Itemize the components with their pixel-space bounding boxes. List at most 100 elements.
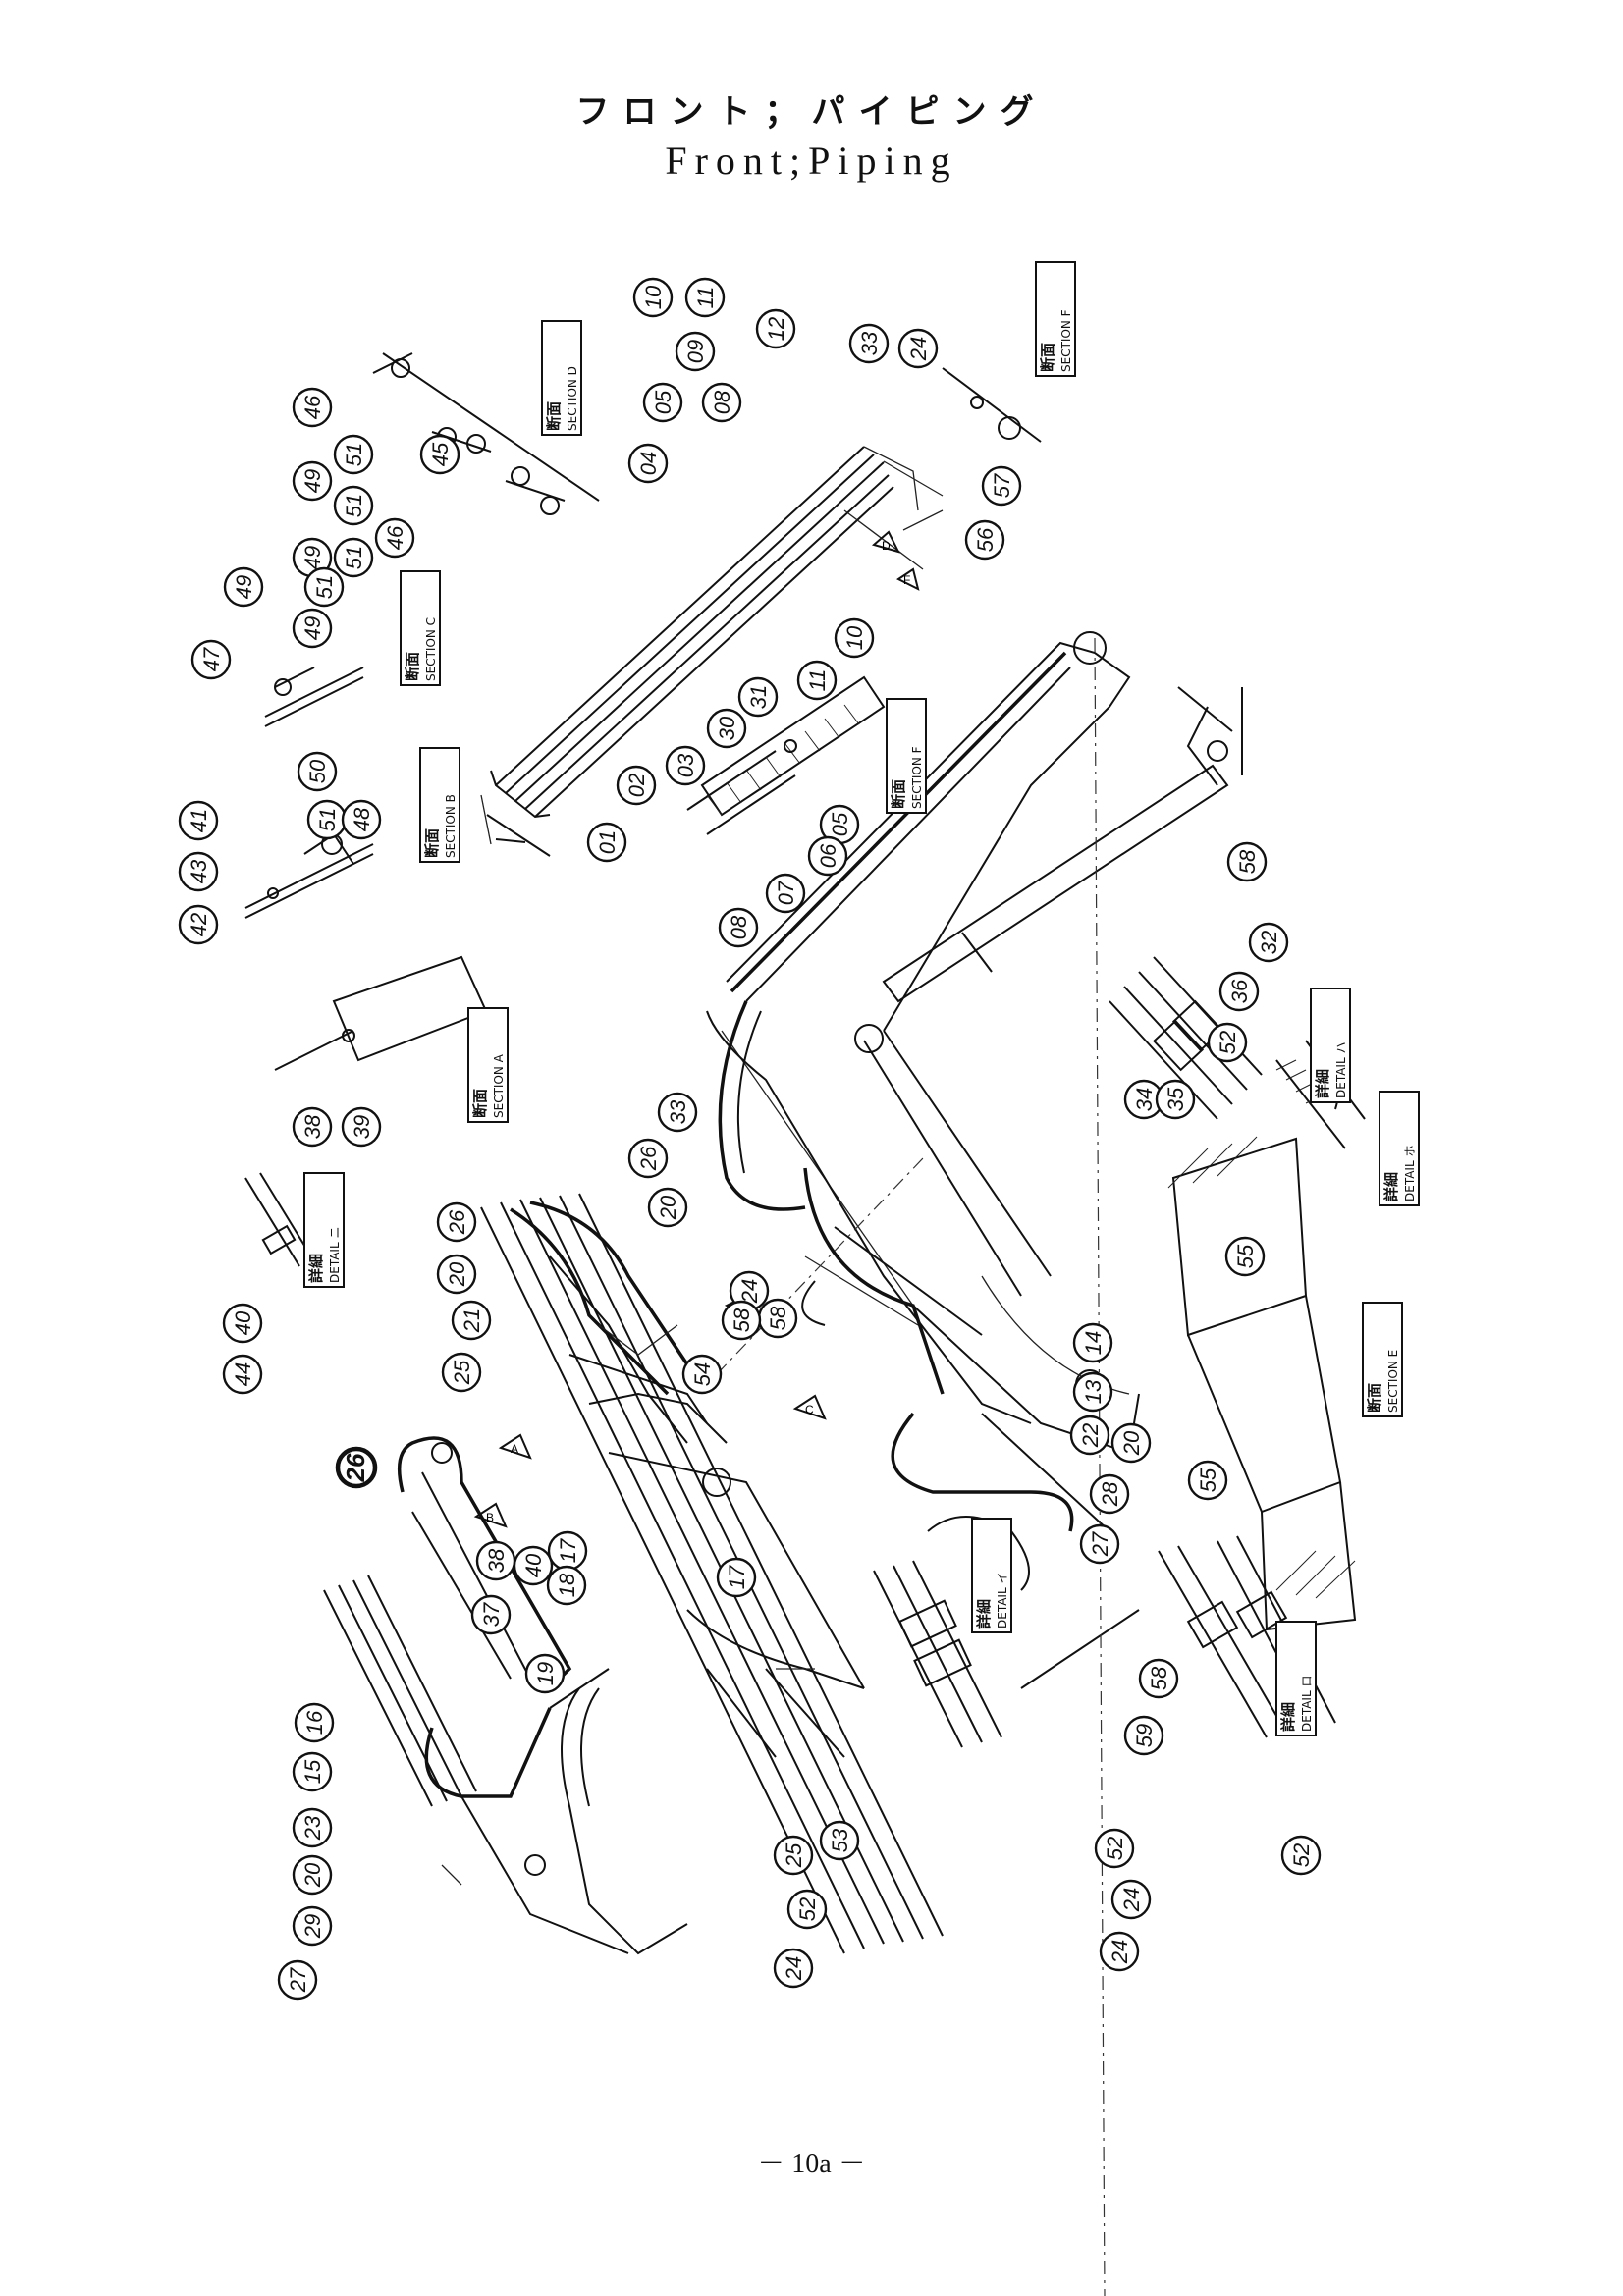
svg-text:SECTION B: SECTION B	[444, 794, 458, 858]
callout-17: 17	[547, 1530, 588, 1572]
svg-text:54: 54	[690, 1362, 715, 1386]
callout-51: 51	[306, 799, 348, 840]
svg-text:52: 52	[1103, 1837, 1127, 1860]
svg-text:C: C	[805, 1403, 814, 1416]
callout-24: 24	[729, 1270, 770, 1311]
svg-text:SECTION F: SECTION F	[910, 746, 924, 809]
callout-08: 08	[701, 382, 742, 423]
svg-text:29: 29	[300, 1914, 325, 1939]
svg-text:42: 42	[187, 913, 211, 936]
view-arrow-b: B	[473, 1502, 508, 1528]
callout-49: 49	[292, 460, 333, 502]
callout-34: 34	[1123, 1079, 1164, 1120]
svg-text:詳細: 詳細	[307, 1254, 325, 1283]
callout-20: 20	[647, 1187, 688, 1228]
svg-text:58: 58	[766, 1306, 790, 1330]
callout-41: 41	[178, 800, 219, 841]
callout-12: 12	[755, 308, 796, 349]
view-arrow-d: D	[871, 530, 900, 554]
callout-33: 33	[848, 323, 890, 364]
callout-01: 01	[586, 822, 627, 863]
callout-26: 26	[335, 1446, 378, 1489]
svg-text:断面: 断面	[1366, 1383, 1383, 1413]
callout-46: 46	[374, 517, 415, 559]
svg-text:49: 49	[300, 469, 325, 493]
svg-text:14: 14	[1081, 1331, 1106, 1355]
callout-25: 25	[773, 1835, 814, 1876]
svg-text:58: 58	[730, 1308, 754, 1332]
svg-text:20: 20	[656, 1195, 680, 1220]
svg-text:47: 47	[199, 647, 224, 671]
svg-text:49: 49	[300, 546, 325, 569]
callout-55: 55	[1224, 1236, 1266, 1277]
svg-text:断面: 断面	[471, 1089, 489, 1118]
svg-text:59: 59	[1132, 1724, 1157, 1747]
section-e-view	[1167, 1136, 1357, 1631]
svg-text:26: 26	[445, 1209, 469, 1235]
callout-31: 31	[737, 676, 779, 718]
callout-51: 51	[303, 566, 345, 608]
svg-text:13: 13	[1081, 1379, 1106, 1404]
svg-text:詳細: 詳細	[1279, 1702, 1297, 1732]
svg-text:断面: 断面	[545, 401, 563, 431]
svg-text:24: 24	[1119, 1888, 1144, 1912]
callout-05: 05	[819, 804, 860, 845]
svg-text:F: F	[903, 573, 910, 587]
callout-47: 47	[190, 639, 232, 680]
callout-26: 26	[627, 1138, 669, 1179]
svg-text:15: 15	[300, 1759, 325, 1784]
svg-text:17: 17	[556, 1538, 580, 1563]
callout-08: 08	[718, 907, 759, 948]
callout-51: 51	[333, 434, 374, 475]
callout-52: 52	[786, 1889, 828, 1930]
callout-20: 20	[436, 1254, 477, 1295]
callout-38: 38	[475, 1540, 516, 1581]
svg-text:34: 34	[1132, 1088, 1157, 1111]
svg-text:57: 57	[990, 473, 1014, 498]
svg-text:51: 51	[342, 494, 366, 517]
callout-58: 58	[721, 1300, 762, 1341]
callout-26: 26	[436, 1201, 477, 1243]
callout-13: 13	[1072, 1371, 1113, 1413]
svg-text:断面: 断面	[890, 779, 907, 809]
svg-text:DETAIL ハ: DETAIL ハ	[1334, 1042, 1348, 1098]
callout-28: 28	[1089, 1473, 1130, 1515]
svg-text:36: 36	[1227, 979, 1252, 1003]
svg-text:20: 20	[1119, 1430, 1144, 1456]
svg-text:24: 24	[906, 337, 931, 361]
page-number: － 10a －	[757, 2149, 866, 2179]
callout-21: 21	[451, 1300, 492, 1341]
svg-text:49: 49	[300, 616, 325, 640]
page-title-english: Front;Piping	[665, 138, 958, 183]
svg-text:24: 24	[737, 1279, 762, 1304]
svg-text:51: 51	[315, 808, 340, 831]
svg-text:16: 16	[302, 1710, 327, 1735]
callout-04: 04	[627, 443, 669, 484]
svg-text:05: 05	[651, 390, 676, 414]
callout-20: 20	[1110, 1422, 1152, 1464]
callout-45: 45	[419, 434, 460, 475]
svg-text:52: 52	[1289, 1843, 1314, 1867]
callout-22: 22	[1069, 1415, 1110, 1456]
callout-37: 37	[470, 1594, 512, 1635]
view-arrow-c: C	[792, 1394, 827, 1420]
svg-text:09: 09	[683, 340, 708, 363]
svg-text:DETAIL ニ: DETAIL ニ	[328, 1227, 342, 1283]
centerline	[1094, 637, 1106, 2296]
svg-text:39: 39	[350, 1115, 374, 1139]
svg-text:SECTION C: SECTION C	[424, 617, 438, 681]
svg-text:38: 38	[484, 1548, 509, 1573]
callout-51: 51	[333, 485, 374, 526]
callout-44: 44	[222, 1354, 263, 1395]
svg-text:33: 33	[857, 331, 882, 355]
callout-39: 39	[341, 1106, 382, 1148]
